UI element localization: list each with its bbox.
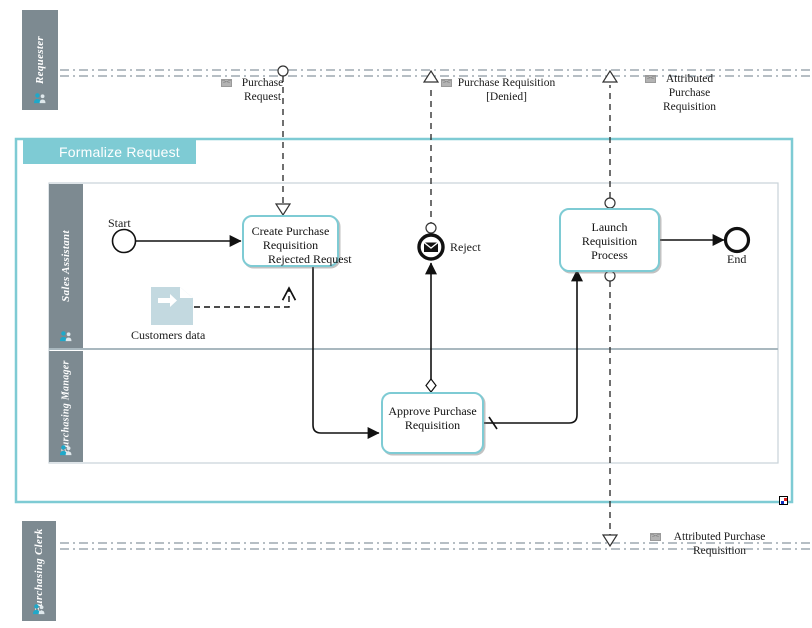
data-association-customers-to-create bbox=[194, 288, 289, 308]
message-label-purchase-request-text: Purchase Request bbox=[241, 77, 284, 103]
role-icon bbox=[33, 604, 45, 615]
task-launch-requisition-process[interactable]: Launch Requisition Process bbox=[559, 208, 660, 272]
reject-event-label: Reject bbox=[450, 240, 481, 254]
message-flow-attributed-purchase-requisition-top bbox=[601, 69, 619, 209]
pool-purchasing-clerk-boundary bbox=[22, 542, 812, 550]
role-icon bbox=[34, 93, 46, 104]
sequence-flow-approve-to-reject bbox=[425, 262, 437, 393]
pool-title-formalize-request[interactable]: Formalize Request bbox=[23, 140, 196, 164]
lane-header-sales-assistant[interactable]: Sales Assistant bbox=[49, 184, 83, 348]
sequence-flow-approve-to-launch bbox=[484, 269, 583, 430]
start-event[interactable] bbox=[111, 228, 137, 254]
envelope-icon bbox=[650, 533, 661, 541]
task-approve-purchase-requisition-label: Approve Purchase Requisition bbox=[388, 404, 477, 432]
task-launch-requisition-process-label: Launch Requisition Process bbox=[581, 220, 638, 262]
data-object-customers-data-label: Customers data bbox=[131, 328, 206, 342]
pool-header-requester-label: Requester bbox=[34, 36, 46, 84]
role-icon bbox=[60, 331, 72, 342]
message-label-attributed-purchase-requisition-bottom-text: Attributed Purchase Requisition bbox=[673, 531, 766, 557]
message-flow-attributed-purchase-requisition-bottom bbox=[601, 270, 619, 548]
message-label-attributed-purchase-requisition-top-text: Attributed Purchase Requisition bbox=[662, 73, 717, 113]
sequence-flow-create-to-approve bbox=[312, 267, 380, 439]
task-approve-purchase-requisition[interactable]: Approve Purchase Requisition bbox=[381, 392, 484, 454]
envelope-icon bbox=[221, 79, 232, 87]
lane-header-sales-assistant-label: Sales Assistant bbox=[60, 230, 72, 302]
message-flow-purchase-requisition-denied bbox=[422, 69, 440, 234]
envelope-icon bbox=[441, 79, 452, 87]
task-create-purchase-requisition-label: Create Purchase Requisition Rejected Req… bbox=[251, 224, 352, 266]
task-create-purchase-requisition[interactable]: Create Purchase Requisition Rejected Req… bbox=[242, 215, 352, 267]
end-event[interactable] bbox=[723, 226, 751, 254]
pool-header-requester[interactable]: Requester bbox=[22, 10, 58, 110]
lane-header-purchasing-manager-label: Purchasing Manager bbox=[60, 359, 72, 454]
pool-header-purchasing-clerk-label: Purchasing Clerk bbox=[33, 528, 45, 614]
end-event-label: End bbox=[727, 252, 747, 266]
role-icon bbox=[60, 445, 72, 456]
data-object-customers-data[interactable] bbox=[150, 286, 194, 326]
message-flow-purchase-request bbox=[274, 65, 292, 217]
message-label-purchase-requisition-denied-text: Purchase Requisition [Denied] bbox=[457, 77, 556, 103]
lane-header-purchasing-manager[interactable]: Purchasing Manager bbox=[49, 351, 83, 462]
start-event-label: Start bbox=[108, 216, 131, 230]
resize-handle[interactable] bbox=[779, 496, 788, 505]
pool-header-purchasing-clerk[interactable]: Purchasing Clerk bbox=[22, 521, 56, 621]
reject-end-message-event[interactable] bbox=[417, 233, 445, 261]
pool-requester-boundary bbox=[22, 69, 812, 77]
data-object-icon bbox=[151, 287, 193, 325]
envelope-icon bbox=[645, 75, 656, 83]
